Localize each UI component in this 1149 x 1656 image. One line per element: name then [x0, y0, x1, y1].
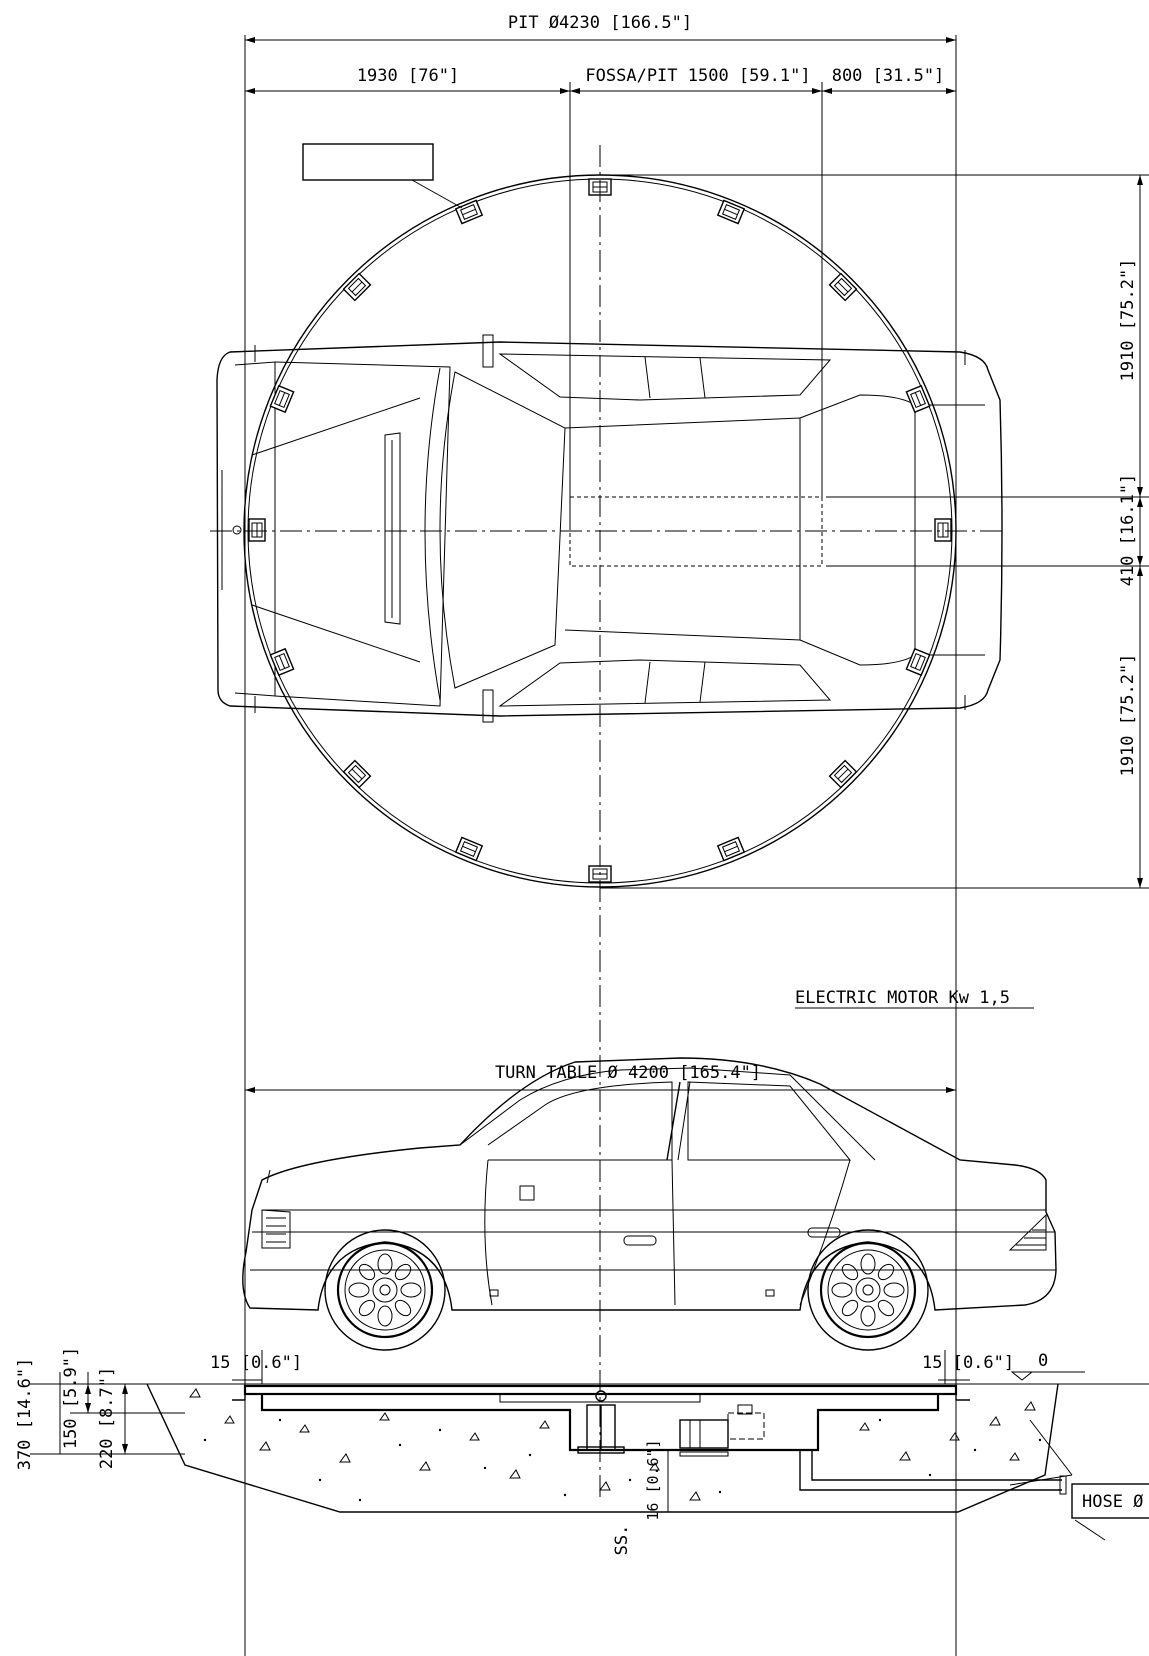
- top-view: PIT Ø4230 [166.5"] 1930 [76"] FOSSA/PIT …: [210, 13, 1149, 1656]
- dim-800-label: 800 [31.5"]: [832, 66, 945, 86]
- ss-label: SS.: [612, 1525, 632, 1556]
- dim-370-label: 370 [14.6"]: [15, 1358, 35, 1471]
- turntable-label: TURN TABLE Ø 4200 [165.4"]: [495, 1063, 761, 1083]
- pit-outline: [146, 1383, 1059, 1513]
- dim-410-label: 410 [16.1"]: [1118, 474, 1138, 587]
- dim-220-label: 220 [8.7"]: [97, 1367, 117, 1469]
- dim-16-label: 16 [0.6"]: [644, 1439, 662, 1520]
- side-view: TURN TABLE Ø 4200 [165.4"]: [15, 1057, 1149, 1556]
- hose-label: HOSE Ø: [1082, 1492, 1143, 1512]
- car-top-view: [216, 334, 1003, 723]
- motor-label: ELECTRIC MOTOR Kw 1,5: [795, 988, 1010, 1008]
- pit-box: [569, 496, 823, 567]
- hose-callout-box: [1071, 1483, 1149, 1519]
- dim-15-left-label: 15 [0.6"]: [210, 1353, 302, 1373]
- car-side-view: [242, 1057, 1057, 1311]
- dim-150-label: 150 [5.9"]: [61, 1347, 81, 1449]
- dim-1930-label: 1930 [76"]: [357, 66, 459, 86]
- pit-diameter-label: PIT Ø4230 [166.5"]: [508, 13, 692, 33]
- dim-15-right-label: 15 [0.6"]: [922, 1353, 1014, 1373]
- callout-box: [302, 143, 434, 181]
- dim-1910-top-label: 1910 [75.2"]: [1118, 259, 1138, 382]
- level-zero-label: 0: [1038, 1351, 1048, 1371]
- dim-1910-bottom-label: 1910 [75.2"]: [1118, 654, 1138, 777]
- motor-unit: [679, 1419, 729, 1449]
- dim-fossa-label: FOSSA/PIT 1500 [59.1"]: [585, 66, 810, 86]
